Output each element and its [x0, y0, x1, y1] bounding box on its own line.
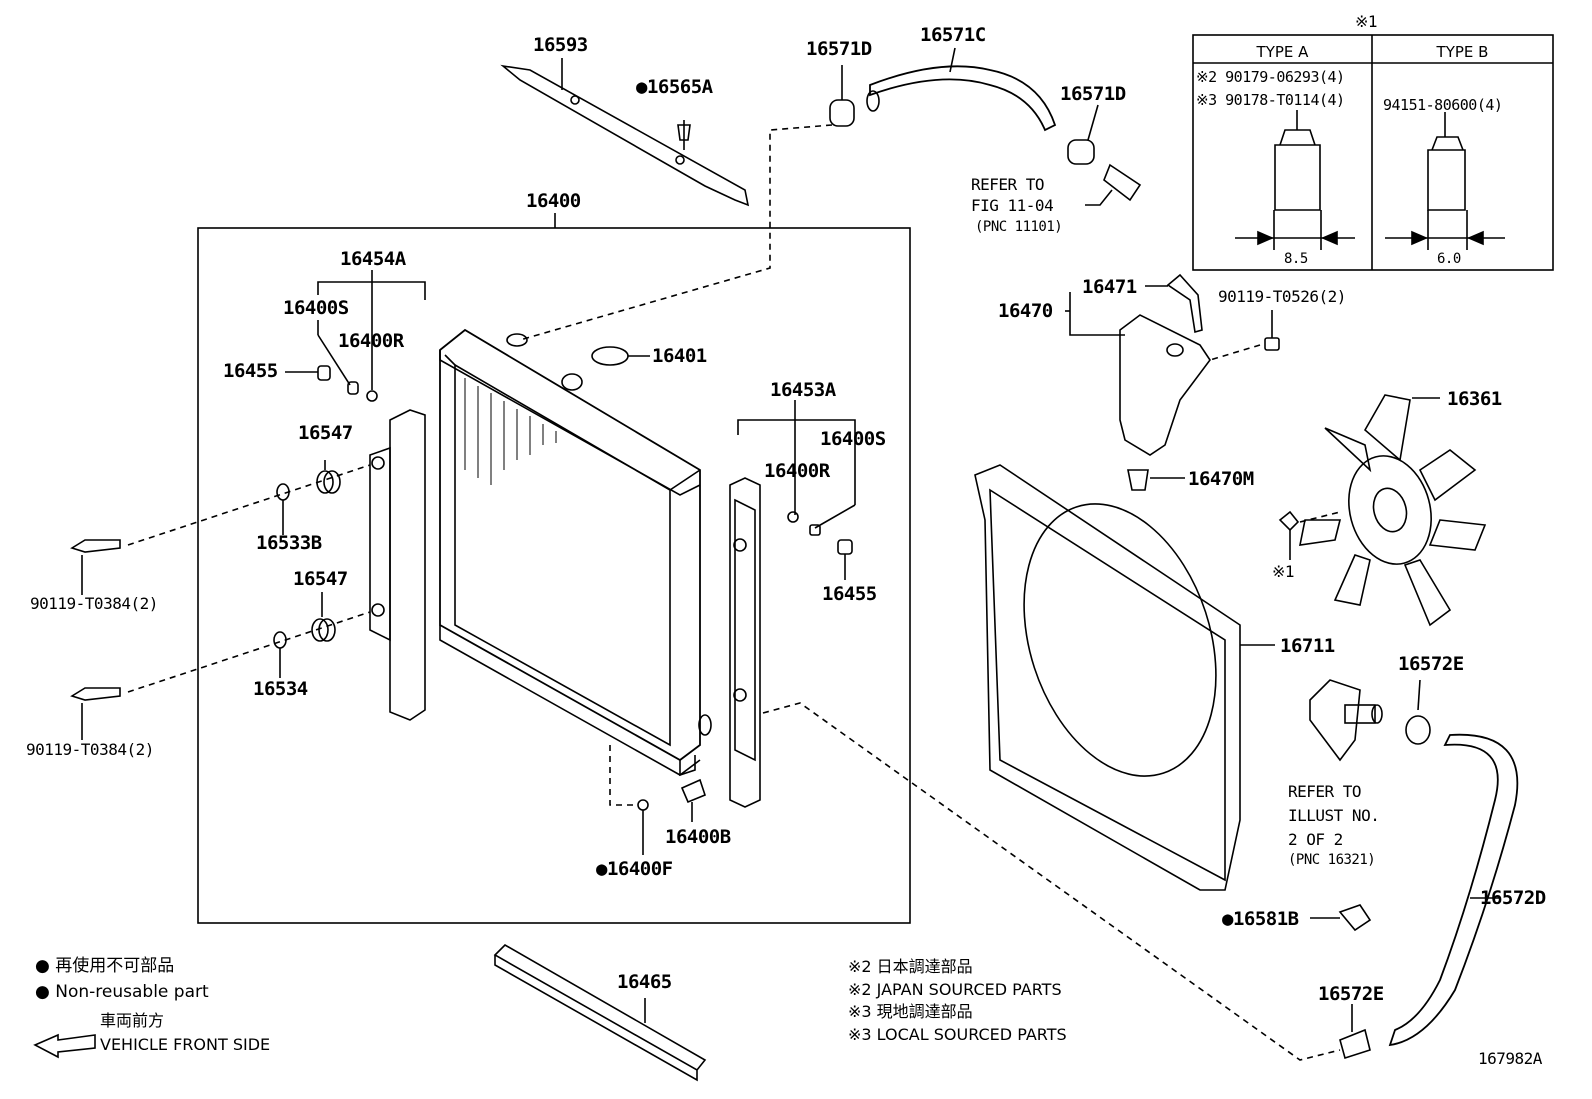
label-star1-table: ※1 — [1355, 12, 1378, 31]
label-16547-a: 16547 — [298, 422, 353, 444]
refer-illust-line4: (PNC 16321) — [1288, 852, 1376, 868]
label-16453A: 16453A — [770, 379, 836, 401]
label-16571C: 16571C — [920, 24, 986, 46]
front-arrow — [33, 1033, 96, 1059]
type-a-header: TYPE A — [1256, 43, 1309, 61]
label-16465: 16465 — [617, 971, 672, 993]
label-16572D: 16572D — [1480, 887, 1546, 909]
label-16470: 16470 — [998, 300, 1053, 322]
label-16533B: 16533B — [256, 532, 322, 554]
legend-nonreuse-en: ● Non-reusable part — [35, 982, 209, 1002]
label-16400R-b: 16400R — [764, 460, 830, 482]
type-a-dimension: 8.5 — [1284, 251, 1308, 267]
label-16547-b: 16547 — [293, 568, 348, 590]
label-16593: 16593 — [533, 34, 588, 56]
type-b-part1: 94151-80600(4) — [1383, 96, 1503, 114]
note-japan-en: ※2 JAPAN SOURCED PARTS — [848, 980, 1062, 999]
legend-front-jp: 車両前方 — [100, 1011, 165, 1030]
support-bar-16593 — [500, 64, 750, 207]
refer-fig-line3: (PNC 11101) — [975, 219, 1063, 235]
type-b-header: TYPE B — [1436, 43, 1489, 61]
label-16400S-a: 16400S — [283, 297, 349, 319]
fan-16361 — [1298, 394, 1487, 627]
note-japan-jp: ※2 日本調達部品 — [848, 957, 973, 976]
seal-16465 — [493, 944, 707, 1082]
label-90119-T0526: 90119-T0526(2) — [1218, 287, 1346, 306]
label-16572E-a: 16572E — [1398, 653, 1464, 675]
radiator-assembly-box — [197, 227, 911, 924]
refer-illust-line2: ILLUST NO. — [1288, 806, 1380, 825]
reservoir-tank-16470 — [1119, 314, 1211, 456]
label-16455-a: 16455 — [223, 360, 278, 382]
label-16361: 16361 — [1447, 388, 1502, 410]
fan-shroud-16711 — [974, 464, 1241, 891]
label-16400R-a: 16400R — [338, 330, 404, 352]
label-16711: 16711 — [1280, 635, 1335, 657]
refer-illust-line3: 2 OF 2 — [1288, 830, 1343, 849]
label-90119-T0384-a: 90119-T0384(2) — [30, 594, 158, 613]
legend-nonreuse-jp-text: 再使用不可部品 — [55, 956, 175, 976]
label-16534: 16534 — [253, 678, 308, 700]
label-90119-T0384-b: 90119-T0384(2) — [26, 740, 154, 759]
type-table — [1192, 34, 1554, 271]
label-16571D-b: 16571D — [1060, 83, 1126, 105]
legend-nonreuse-jp: ● 再使用不可部品 — [35, 956, 175, 976]
label-16400: 16400 — [526, 190, 581, 212]
refer-fig-line2: FIG 11-04 — [971, 196, 1054, 215]
type-a-part1: ※2 90179-06293(4) — [1196, 68, 1345, 86]
label-16581B: ●16581B — [1222, 908, 1299, 930]
label-16400B: 16400B — [665, 826, 731, 848]
radiator-core — [439, 328, 701, 762]
note-local-en: ※3 LOCAL SOURCED PARTS — [848, 1025, 1067, 1044]
label-16571D-a: 16571D — [806, 38, 872, 60]
label-16401: 16401 — [652, 345, 707, 367]
label-16400S-b: 16400S — [820, 428, 886, 450]
legend-nonreuse-en-text: Non-reusable part — [55, 982, 209, 1002]
lower-hose-16572D — [1388, 733, 1519, 1047]
label-16400F: ●16400F — [596, 858, 673, 880]
label-16471: 16471 — [1082, 276, 1137, 298]
radiator-cap — [591, 346, 629, 366]
label-16572E-b: 16572E — [1318, 983, 1384, 1005]
left-bracket-16454A — [389, 409, 426, 721]
refer-fig-line1: REFER TO — [971, 175, 1045, 194]
legend-front-en: VEHICLE FRONT SIDE — [100, 1035, 271, 1054]
upper-hose-16571C — [869, 65, 1057, 132]
label-16455-b: 16455 — [822, 583, 877, 605]
type-a-part2: ※3 90178-T0114(4) — [1196, 91, 1345, 109]
right-bracket-16453A — [729, 477, 761, 808]
label-star1-fan: ※1 — [1272, 562, 1295, 581]
type-b-dimension: 6.0 — [1437, 251, 1461, 267]
note-local-jp: ※3 現地調達部品 — [848, 1002, 973, 1021]
label-16565A: ●16565A — [636, 76, 713, 98]
refer-illust-line1: REFER TO — [1288, 782, 1362, 801]
label-16454A: 16454A — [340, 248, 406, 270]
label-16470M: 16470M — [1188, 468, 1254, 490]
diagram-id: 167982A — [1478, 1049, 1542, 1068]
